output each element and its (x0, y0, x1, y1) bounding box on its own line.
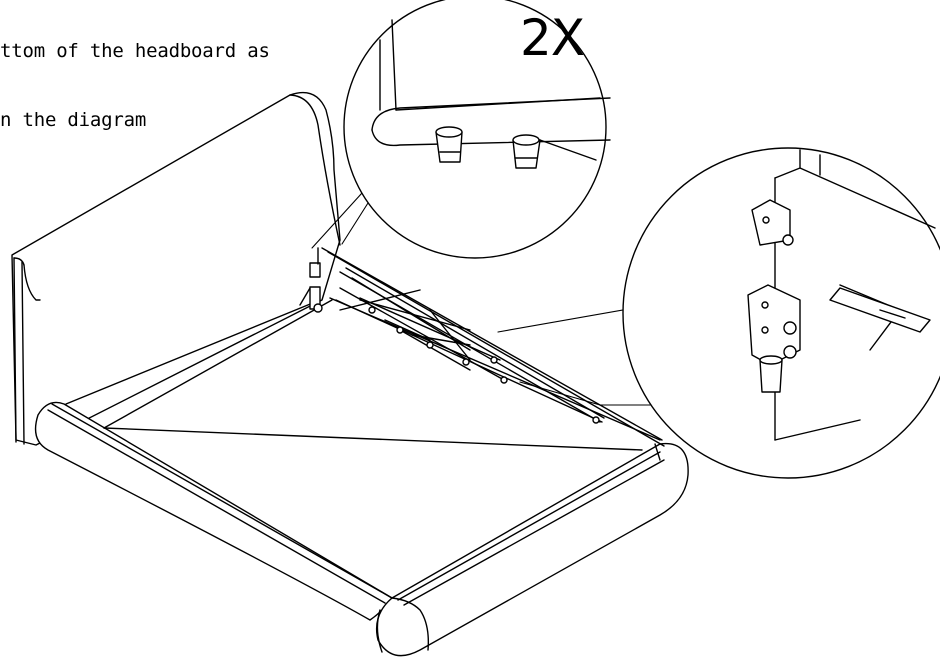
corner-brackets (310, 248, 322, 312)
bracket-detail-magnifier (498, 148, 940, 478)
side-rail-left (36, 402, 392, 620)
headboard (12, 93, 340, 445)
support-linkage (300, 268, 604, 423)
bed-frame-illustration (12, 93, 688, 656)
quantity-callout: 2X (520, 9, 585, 67)
foot-detail-magnifier (312, 0, 610, 258)
instruction-text: ttom of the headboard as n the diagram (0, 0, 270, 178)
inner-frame (66, 248, 664, 450)
footboard-rail (377, 444, 689, 656)
instruction-line: n the diagram (0, 109, 147, 131)
instruction-line: ttom of the headboard as (0, 40, 270, 62)
